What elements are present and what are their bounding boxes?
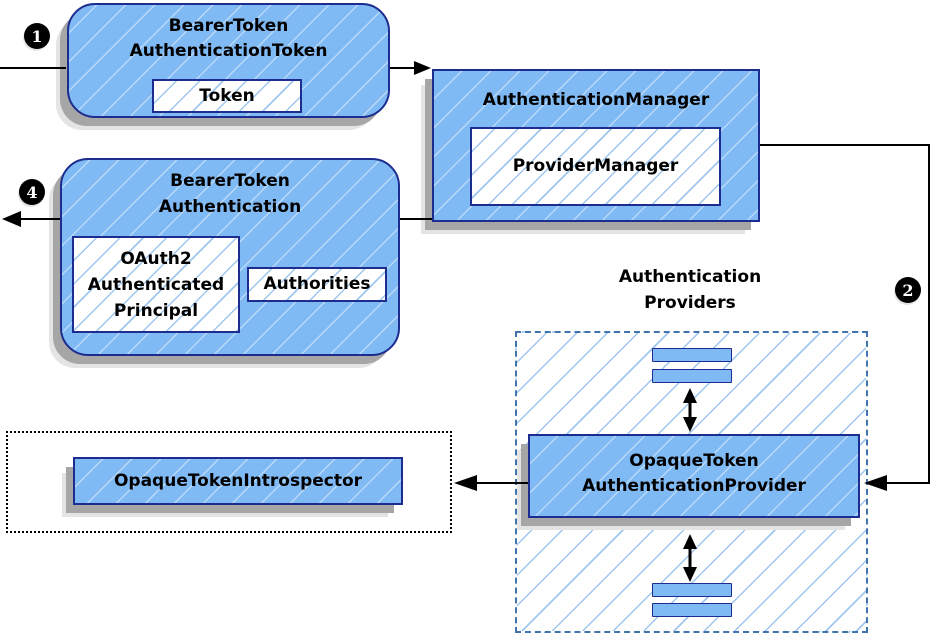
step-1-number: 1 [31,26,43,46]
provider-manager-field: ProviderManager [470,127,721,206]
bearer-token-authentication-token-title-line1: BearerToken [168,16,289,36]
opaque-token-authentication-provider-node: OpaqueToken AuthenticationProvider [528,434,860,518]
bearer-token-authentication-title: BearerToken Authentication [62,160,398,220]
opaque-token-introspector-node: OpaqueTokenIntrospector [73,457,403,505]
step-3-arrowhead-icon [454,475,477,491]
token-to-manager-arrowhead-icon [414,61,431,75]
bearer-token-authentication-token-title-line2: AuthenticationToken [129,41,328,61]
token-field-label: Token [199,86,255,106]
bearer-token-authentication-token-node: BearerToken AuthenticationToken Token [67,3,390,118]
authentication-providers-label-line2: Providers [644,293,736,313]
provider-placeholder-bar [652,369,732,383]
step-1-badge: 1 [24,23,50,49]
authorities-field: Authorities [247,267,387,302]
oauth2-authenticated-principal-line2: Authenticated [87,275,225,295]
bearer-token-authentication-node: BearerToken Authentication OAuth2 Authen… [60,158,400,356]
opaque-token-authentication-provider-title-line2: AuthenticationProvider [582,476,806,496]
opaque-token-authentication-provider-title-line1: OpaqueToken [629,451,759,471]
step-2-badge: 2 [895,277,921,303]
authentication-manager-node: AuthenticationManager ProviderManager [432,69,760,222]
authentication-providers-label-line1: Authentication [618,267,762,287]
step-4-arrowhead-icon [2,211,21,227]
provider-manager-label: ProviderManager [512,156,679,176]
authorities-label: Authorities [263,274,371,294]
authentication-providers-label: Authentication Providers [575,264,805,316]
oauth2-authenticated-principal-line1: OAuth2 [120,249,192,269]
bearer-token-authentication-title-line1: BearerToken [170,171,290,191]
opaque-token-introspector-label: OpaqueTokenIntrospector [113,471,363,491]
step-4-badge: 4 [19,179,45,205]
bearer-token-authentication-title-line2: Authentication [158,197,302,217]
step-4-number: 4 [26,182,38,202]
oauth2-authenticated-principal-line3: Principal [113,301,199,321]
token-field: Token [152,79,302,113]
provider-placeholder-bar [652,603,732,617]
opaque-token-authentication-provider-title: OpaqueToken AuthenticationProvider [530,436,858,499]
provider-placeholder-bar [652,348,732,362]
provider-placeholder-bar [652,583,732,597]
step-2-number: 2 [902,280,914,300]
oauth2-authenticated-principal-field: OAuth2 Authenticated Principal [72,236,240,333]
authentication-manager-title: AuthenticationManager [482,90,710,110]
bearer-token-authentication-token-title: BearerToken AuthenticationToken [69,5,388,64]
